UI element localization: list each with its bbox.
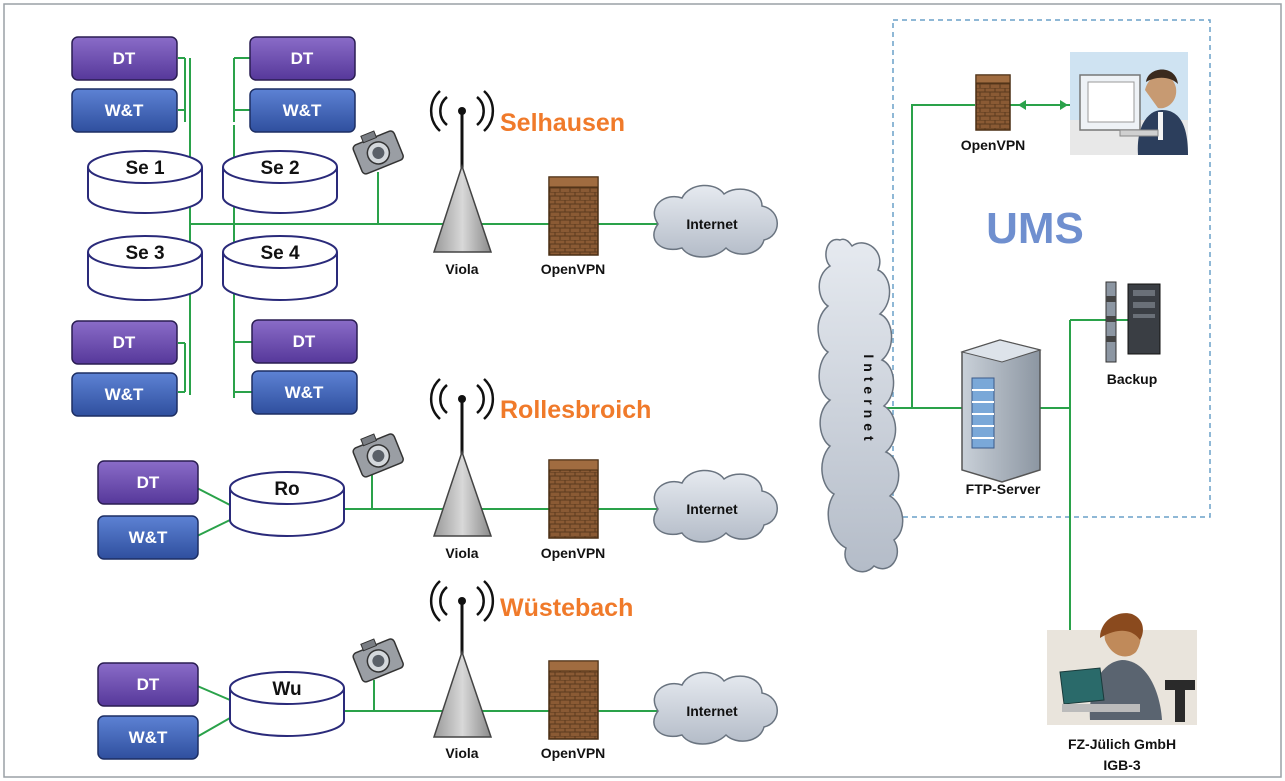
viola-label: Viola [445, 261, 478, 277]
station-cylinder-wu: Wu [229, 671, 345, 737]
station-label: Se 2 [260, 158, 299, 179]
dt-label: DT [137, 675, 160, 694]
site-title-selhausen: Selhausen [500, 109, 625, 137]
ums-section: OpenVPN UMS [960, 52, 1188, 497]
wt-label: W&T [283, 101, 322, 120]
station-label: Se 1 [125, 158, 165, 179]
arrow-icon [1018, 100, 1068, 110]
dt-box: DT [251, 319, 358, 364]
workstation-illustration [1070, 52, 1188, 155]
internet-label: Internet [686, 501, 738, 517]
station-cylinder-ro: Ro [229, 471, 345, 537]
dt-label: DT [113, 49, 136, 68]
wt-label: W&T [285, 383, 324, 402]
ftp-server-label: FTP-Server [966, 481, 1041, 497]
dt-box: DT [71, 320, 178, 365]
dt-label: DT [113, 333, 136, 352]
internet-cloud: Internet [653, 671, 778, 745]
backup-label: Backup [1107, 371, 1158, 387]
site-selhausen: DT W&T DT W&T DT W&T DT W&T [71, 36, 778, 417]
camera-icon [352, 433, 404, 478]
dt-label: DT [137, 473, 160, 492]
viola-label: Viola [445, 545, 478, 561]
fz-juelich-illustration [1047, 613, 1197, 725]
antenna-icon [429, 378, 495, 537]
firewall-icon [548, 660, 599, 740]
station-label: Se 3 [125, 243, 164, 264]
wt-box: W&T [251, 370, 358, 415]
internet-backbone-label: Internet [861, 354, 877, 445]
station-label: Wu [272, 679, 301, 700]
dt-box: DT [249, 36, 356, 81]
outer-frame [3, 3, 1282, 778]
viola-label: Viola [445, 745, 478, 761]
wt-label: W&T [129, 528, 168, 547]
antenna-icon [429, 90, 495, 253]
ftp-server-icon [960, 339, 1042, 483]
camera-icon [352, 130, 404, 175]
internet-label: Internet [686, 703, 738, 719]
site-wuestebach: DT W&T Wu Viola Wüstebach [97, 580, 778, 761]
station-cylinder-se2: Se 2 [222, 150, 338, 214]
ums-title: UMS [986, 204, 1084, 253]
dt-label: DT [293, 332, 316, 351]
wt-box: W&T [97, 515, 199, 560]
internet-backbone-cloud: Internet [817, 238, 904, 573]
firewall-icon [548, 176, 599, 256]
wt-box: W&T [249, 88, 356, 133]
wt-label: W&T [105, 101, 144, 120]
wt-box: W&T [71, 88, 178, 133]
openvpn-label: OpenVPN [961, 137, 1026, 153]
dt-label: DT [291, 49, 314, 68]
firewall-icon [548, 459, 599, 539]
antenna-icon [429, 580, 495, 738]
station-cylinder-se3: Se 3 [87, 235, 203, 301]
wt-label: W&T [105, 385, 144, 404]
internet-label: Internet [686, 216, 738, 232]
ums-boundary [892, 19, 1211, 518]
dt-box: DT [97, 460, 199, 505]
station-cylinder-se4: Se 4 [222, 235, 338, 301]
internet-cloud: Internet [653, 184, 778, 258]
site-title-wuestebach: Wüstebach [500, 594, 633, 622]
wt-box: W&T [97, 715, 199, 760]
wt-box: W&T [71, 372, 178, 417]
backup-server-icon [1105, 281, 1161, 363]
igb3-label: IGB-3 [1103, 757, 1141, 773]
site-title-rollesbroich: Rollesbroich [500, 396, 651, 424]
camera-icon [352, 638, 404, 683]
dt-box: DT [71, 36, 178, 81]
dt-box: DT [97, 662, 199, 707]
station-cylinder-se1: Se 1 [87, 150, 203, 214]
fz-juelich-label: FZ-Jülich GmbH [1068, 736, 1176, 752]
station-label: Se 4 [260, 243, 300, 264]
openvpn-label: OpenVPN [541, 545, 606, 561]
internet-cloud: Internet [653, 469, 778, 543]
firewall-icon [975, 74, 1011, 131]
site-rollesbroich: DT W&T Ro Viola Rollesbroich [97, 378, 778, 561]
station-label: Ro [274, 479, 299, 500]
openvpn-label: OpenVPN [541, 261, 606, 277]
wt-label: W&T [129, 728, 168, 747]
openvpn-label: OpenVPN [541, 745, 606, 761]
